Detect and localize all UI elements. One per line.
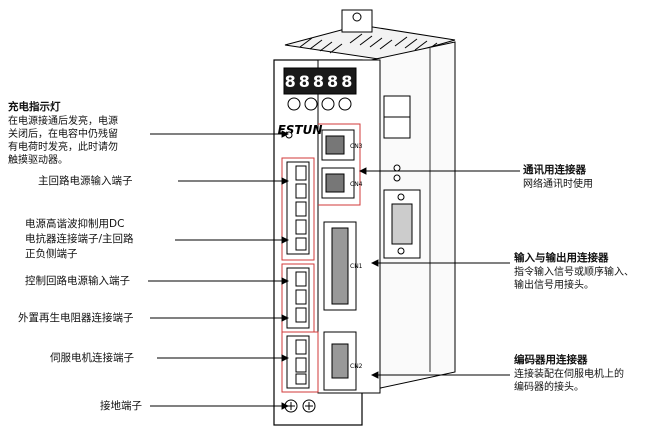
io-connector-desc-2: 输出信号用接头。	[514, 280, 594, 291]
io-connector-title: 输入与输出用连接器	[514, 252, 609, 264]
io-connector-cn1: CN1	[323, 221, 363, 311]
highlight-boxes	[281, 123, 361, 393]
led-display	[283, 67, 357, 95]
regen-resistor-label: 外置再生电阻器连接端子	[18, 312, 134, 324]
cn1-label: CN1	[350, 263, 363, 270]
panel-button-set[interactable]	[338, 97, 352, 111]
panel-button-m[interactable]	[287, 97, 301, 111]
panel-button-left[interactable]	[304, 97, 318, 111]
cn4-label: CN4	[350, 181, 363, 188]
dc-reactor-label-1: 电源高谐波抑制用DC	[25, 218, 125, 230]
charge-indicator-desc-1: 在电源接通后发亮，电源	[8, 116, 118, 127]
charge-indicator-desc-3: 有电荷时发亮，此时请勿	[8, 142, 118, 153]
motor-terminal-label: 伺服电机连接端子	[50, 352, 134, 364]
encoder-connector-title: 编码器用连接器	[514, 354, 588, 366]
display-digits: 88888	[285, 72, 356, 91]
terminal-blocks	[286, 161, 310, 389]
io-connector-desc-1: 指令输入信号或顺序输入、	[514, 267, 634, 278]
comm-ports: CN3 CN4	[321, 129, 363, 199]
ground-terminal	[284, 399, 316, 413]
comm-connector-title: 通讯用连接器	[523, 164, 586, 176]
encoder-connector-desc-1: 连接装配在伺服电机上的	[514, 369, 624, 380]
comm-connector-desc: 网络通讯时使用	[523, 179, 593, 190]
ground-terminal-label: 接地端子	[100, 400, 142, 412]
dc-reactor-label-2: 电抗器连接端子/主回路	[25, 233, 134, 245]
encoder-connector-cn2: CN2	[323, 331, 363, 391]
cn3-label: CN3	[350, 143, 363, 150]
control-power-label: 控制回路电源输入端子	[25, 275, 130, 287]
encoder-connector-desc-2: 编码器的接头。	[514, 382, 584, 393]
right-column-details	[383, 95, 421, 259]
charge-indicator-desc-4: 触摸驱动器。	[8, 155, 68, 166]
panel-buttons	[287, 97, 352, 111]
cn2-label: CN2	[350, 363, 363, 370]
main-power-label: 主回路电源输入端子	[38, 175, 133, 187]
leader-lines	[148, 130, 520, 410]
charge-indicator-title: 充电指示灯	[8, 101, 61, 113]
dc-reactor-label-3: 正负侧端子	[25, 248, 78, 260]
panel-button-up[interactable]	[321, 97, 335, 111]
charge-indicator-desc-2: 关闭后，在电容中仍残留	[8, 129, 118, 140]
